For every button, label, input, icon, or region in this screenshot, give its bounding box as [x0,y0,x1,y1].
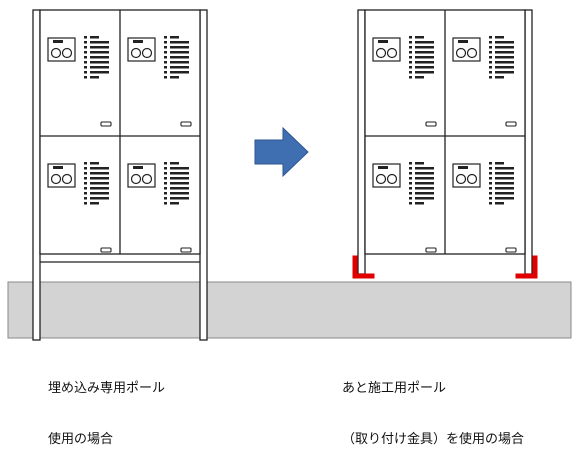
button-rows [409,162,434,205]
button-rows [489,162,514,205]
button-rows [84,36,109,79]
door-handle [100,121,112,127]
ground-slab [7,281,572,339]
door-handle [180,121,192,127]
lock-dial-icon [127,163,156,188]
locker-compartment [372,36,437,127]
left-locker-unit [32,9,208,341]
button-rows [489,36,514,79]
mounting-bracket-left [352,255,375,279]
lock-dial-icon [372,37,401,62]
locker-compartment [127,36,192,127]
mounting-bracket-right [515,255,538,279]
left-pole-right [199,9,208,341]
lock-dial-icon [372,163,401,188]
locker-compartment [47,36,112,127]
button-rows [84,162,109,205]
locker-compartment [127,162,192,253]
door-handle [100,247,112,253]
caption-post-installed-pole: あと施工用ポール （取り付け金具）を使用の場合 [342,346,524,465]
lock-dial-icon [452,163,481,188]
right-pole-right [524,9,533,275]
locker-compartment [452,162,517,253]
left-pole-left [32,9,41,341]
button-rows [164,162,189,205]
caption-left-line2: 使用の場合 [48,432,114,447]
button-rows [409,36,434,79]
caption-left-line1: 埋め込み専用ポール [48,381,166,396]
lock-dial-icon [47,163,76,188]
lock-dial-icon [452,37,481,62]
door-handle [425,121,437,127]
caption-embedded-pole: 埋め込み専用ポール 使用の場合 [48,346,165,465]
locker-compartment [452,36,517,127]
door-handle [180,247,192,253]
right-pole-left [357,9,366,275]
button-rows [164,36,189,79]
locker-compartment [372,162,437,253]
caption-right-line2: （取り付け金具）を使用の場合 [342,432,525,447]
locker-compartment [47,162,112,253]
right-locker-unit [352,9,538,279]
lock-dial-icon [127,37,156,62]
door-handle [505,121,517,127]
door-handle [505,247,517,253]
caption-right-line1: あと施工用ポール [342,381,447,396]
right-arrow-icon [254,126,309,178]
door-handle [425,247,437,253]
lock-dial-icon [47,37,76,62]
